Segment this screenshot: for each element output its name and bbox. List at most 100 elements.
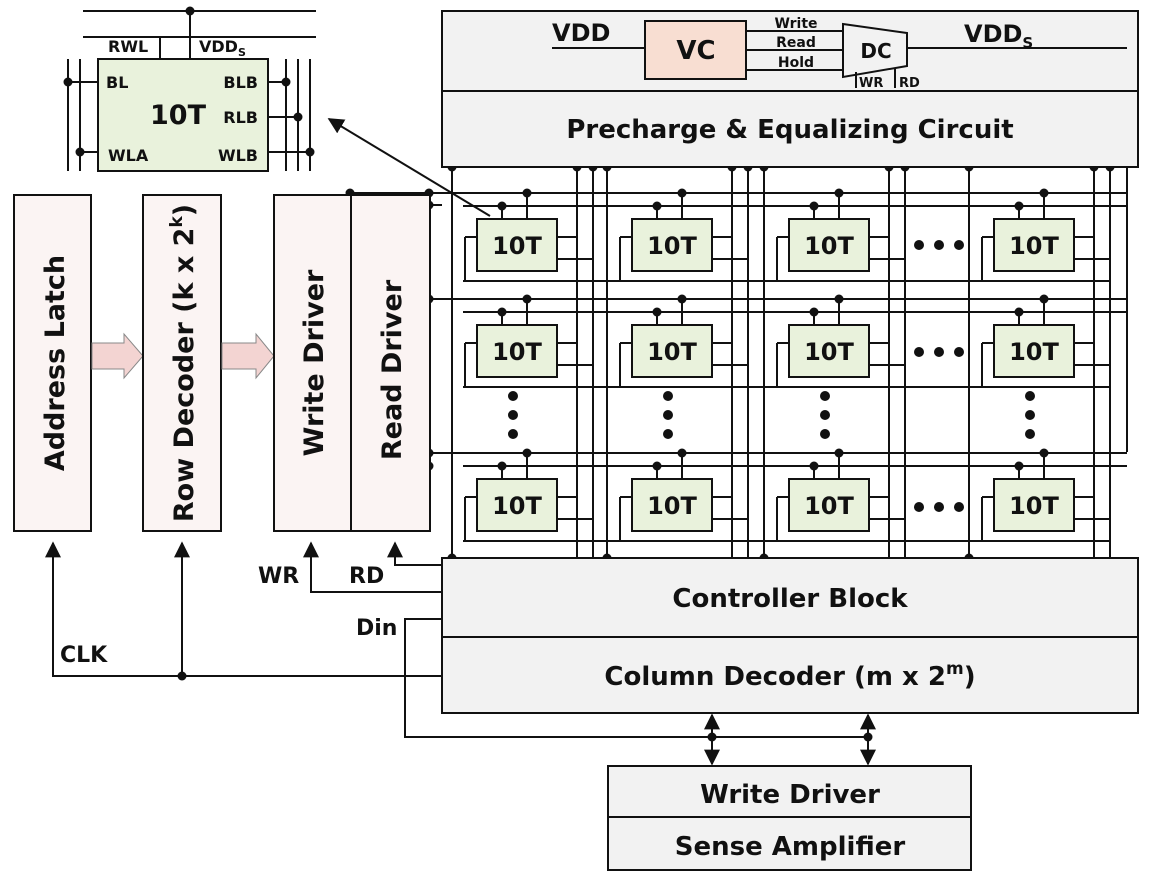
dynamic-controller	[842, 22, 908, 79]
junction-dot	[497, 461, 507, 471]
precharge-label: Precharge & Equalizing Circuit	[566, 115, 1013, 145]
junction-dot	[305, 147, 315, 157]
junction-dot	[75, 147, 85, 157]
array-cell-box	[788, 218, 870, 272]
ellipsis-dot	[663, 410, 673, 420]
decoder-to-driver-arrow	[221, 332, 275, 380]
vc-label: VC	[676, 36, 715, 66]
supply-control-block: VDD VC Write Read Hold DC WR RD VDDS	[441, 10, 1139, 92]
junction-dot	[652, 307, 662, 317]
latch-to-decoder-arrow	[91, 332, 144, 380]
array-cell-box	[631, 478, 713, 532]
cell-detail-box	[97, 58, 269, 172]
din-wire	[404, 618, 868, 738]
pin-rwl: RWL	[108, 37, 148, 56]
junction-dot	[522, 294, 532, 304]
mode-read-label: Read	[776, 35, 816, 51]
array-cell-box	[476, 218, 558, 272]
column-decoder-block: Column Decoder (m x 2m)	[441, 636, 1139, 714]
array-cell-label: 10T	[804, 338, 854, 366]
rd-signal-wire	[387, 541, 442, 566]
ellipsis-dot	[820, 429, 830, 439]
array-cell: 10T	[476, 478, 558, 532]
junction-dot	[185, 6, 195, 16]
array-ellipses	[508, 240, 1035, 512]
ellipsis-dot	[508, 429, 518, 439]
pin-rlb: RLB	[223, 108, 258, 127]
pin-vdds: VDDS	[199, 37, 246, 59]
junction-dot	[809, 461, 819, 471]
array-cell-label: 10T	[1009, 232, 1059, 260]
array-cell-box	[993, 218, 1075, 272]
ellipsis-dot	[914, 502, 924, 512]
array-cell: 10T	[631, 324, 713, 378]
array-cell-label: 10T	[492, 232, 542, 260]
read-driver-label: Read Driver	[377, 279, 408, 460]
junction-dot	[1039, 448, 1049, 458]
write-sense-block: Write Driver Sense Amplifier	[607, 765, 972, 871]
junction-dot	[677, 448, 687, 458]
sense-amplifier-label: Sense Amplifier	[675, 832, 906, 862]
clk-signal-label: CLK	[60, 643, 108, 668]
junction-dot	[1039, 294, 1049, 304]
array-cell-label: 10T	[1009, 338, 1059, 366]
junction-dot	[497, 307, 507, 317]
ellipsis-dot	[508, 410, 518, 420]
ellipsis-dot	[914, 347, 924, 357]
pin-wla: WLA	[108, 146, 149, 165]
junction-dot	[1014, 201, 1024, 211]
array-cell-label: 10T	[492, 492, 542, 520]
ellipsis-dot	[934, 240, 944, 250]
junction-dot	[652, 201, 662, 211]
junction-dot	[1014, 307, 1024, 317]
junction-dot	[522, 448, 532, 458]
array-cell: 10T	[631, 478, 713, 532]
ellipsis-dot	[934, 347, 944, 357]
din-signal-label: Din	[356, 616, 397, 641]
array-cell-box	[788, 478, 870, 532]
array-cell: 10T	[631, 218, 713, 272]
junction-dot	[677, 294, 687, 304]
array-cell-box	[993, 324, 1075, 378]
controller-block: Controller Block	[441, 557, 1139, 638]
vdds-label: VDDS	[964, 20, 1033, 52]
junction-dot	[707, 732, 717, 742]
array-cell: 10T	[993, 478, 1075, 532]
array-cell-box	[476, 478, 558, 532]
row-decoder-block: Row Decoder (k x 2k)	[142, 194, 222, 532]
array-cell: 10T	[476, 218, 558, 272]
write-read-driver-block: Write Driver Read Driver	[273, 194, 431, 532]
ellipsis-dot	[934, 502, 944, 512]
array-cell-box	[993, 478, 1075, 532]
array-cell: 10T	[993, 218, 1075, 272]
detail-pointer-arrow	[327, 118, 491, 217]
array-cell-label: 10T	[492, 338, 542, 366]
junction-dot	[652, 461, 662, 471]
vdd-label: VDD	[552, 19, 610, 47]
voltage-controller	[644, 20, 747, 80]
wr-signal-wire	[303, 541, 442, 593]
ellipsis-dot	[1025, 429, 1035, 439]
dc-wr-label: WR	[859, 76, 883, 91]
array-cell-label: 10T	[647, 338, 697, 366]
row-decoder-label: Row Decoder (k x 2k)	[167, 204, 200, 522]
array-cell-label: 10T	[804, 232, 854, 260]
ellipsis-dot	[820, 410, 830, 420]
junction-dot	[809, 307, 819, 317]
clk-wire	[45, 541, 442, 677]
junction-dot	[863, 732, 873, 742]
ellipsis-dot	[914, 240, 924, 250]
pin-wlb: WLB	[218, 146, 258, 165]
write-driver-left-label: Write Driver	[299, 269, 330, 456]
mode-hold-label: Hold	[778, 55, 814, 71]
junction-dot	[522, 188, 532, 198]
ellipsis-dot	[820, 391, 830, 401]
array-cell-box	[476, 324, 558, 378]
array-cell-label: 10T	[647, 492, 697, 520]
junction-dot	[497, 201, 507, 211]
ellipsis-dot	[663, 429, 673, 439]
array-cell: 10T	[993, 324, 1075, 378]
array-cell-label: 10T	[1009, 492, 1059, 520]
precharge-block: Precharge & Equalizing Circuit	[441, 90, 1139, 168]
